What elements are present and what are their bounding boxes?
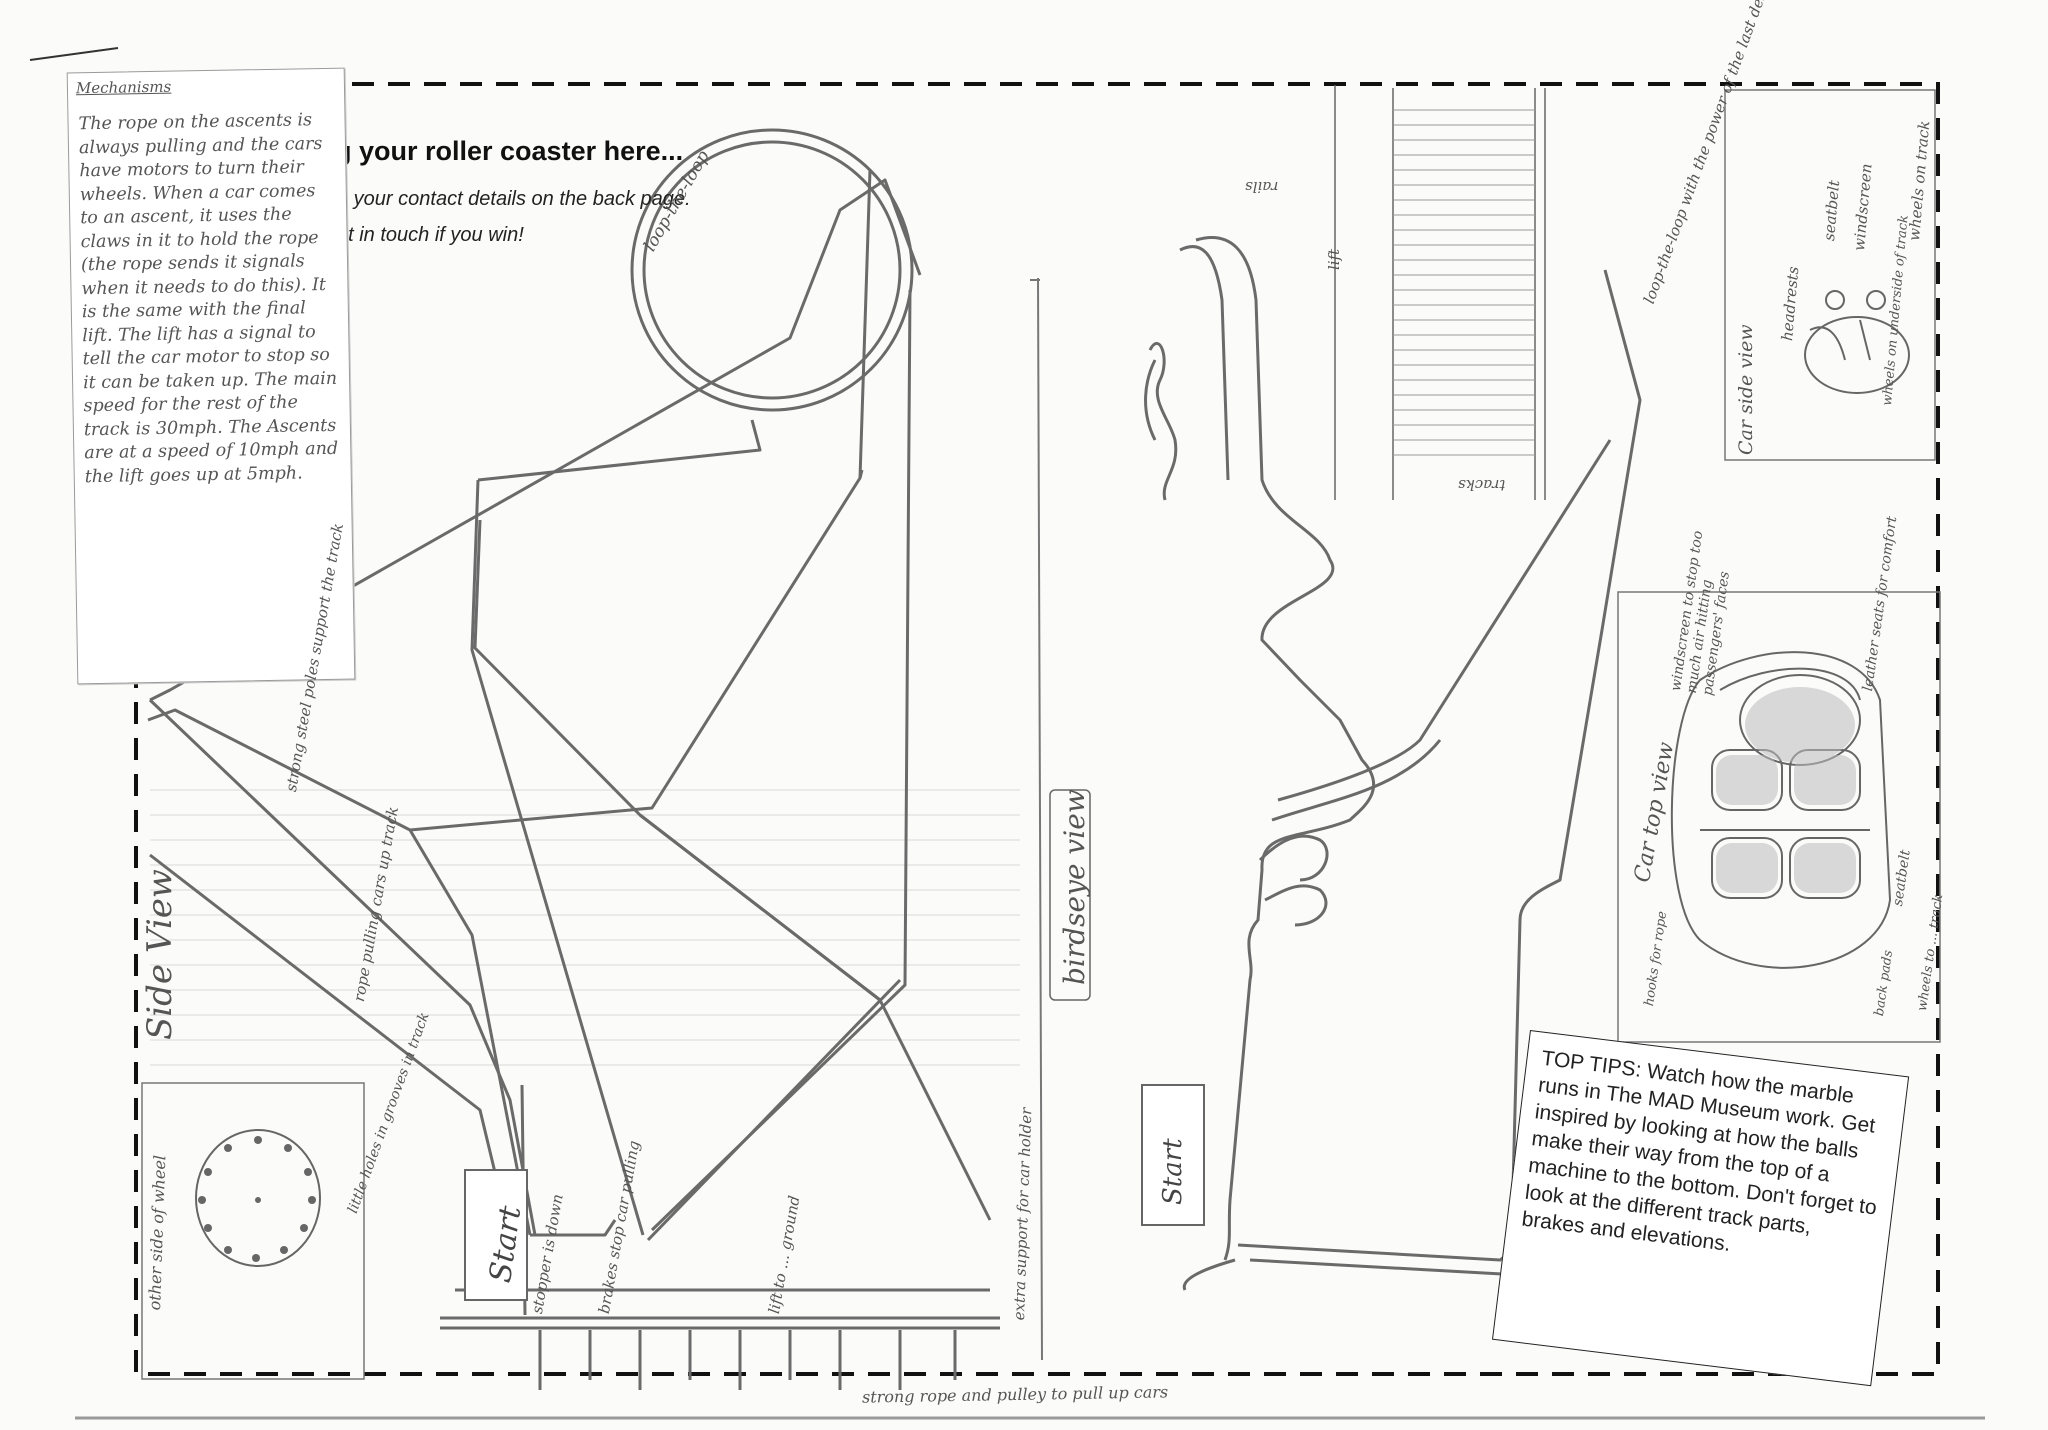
mechanisms-note: Mechanisms The rope on the ascents is al… xyxy=(66,67,356,685)
birdseye-start-box xyxy=(1141,1084,1205,1226)
top-tips-box: TOP TIPS: Watch how the marble runs in T… xyxy=(1491,1030,1910,1387)
birdseye-label: birdseye view xyxy=(1058,789,1091,985)
car-side-box xyxy=(1724,89,1936,461)
side-start-box xyxy=(464,1169,528,1301)
birdseye-lift-label: lift xyxy=(1325,248,1343,270)
car-side-label: Car side view xyxy=(1735,324,1757,455)
side-view-label: Side View xyxy=(140,869,180,1040)
car-top-box xyxy=(1617,591,1941,1043)
ruled-lines xyxy=(150,789,1020,1066)
birdseye-rails-label: rails xyxy=(1245,178,1279,196)
car-side-drawing xyxy=(1804,290,1910,394)
rails-hatching xyxy=(1393,109,1535,456)
side-view-track xyxy=(147,128,1000,1390)
birdseye-tracks-label: tracks xyxy=(1458,476,1506,494)
scan-mark xyxy=(29,47,119,61)
header-title: g your roller coaster here... xyxy=(335,136,684,166)
mechanisms-body: The rope on the ascents is always pullin… xyxy=(78,110,339,487)
wheel-view-box xyxy=(141,1082,365,1380)
header-line-3: et in touch if you win! xyxy=(337,224,524,246)
car-top-shading xyxy=(1716,687,1856,893)
birdseye-label-frame xyxy=(1049,789,1091,1001)
rails-detail xyxy=(1334,85,1546,500)
view-divider xyxy=(1037,277,1043,1361)
header-line-2: n your contact details on the back page. xyxy=(337,188,691,210)
wheel-holes xyxy=(198,1136,316,1262)
mechanisms-title: Mechanisms xyxy=(75,77,172,98)
top-tips-text: TOP TIPS: Watch how the marble runs in T… xyxy=(1520,1046,1879,1256)
dashed-frame xyxy=(134,82,1940,1376)
wheel-drawing xyxy=(195,1129,321,1267)
loop-the-loop xyxy=(630,128,914,412)
birdseye-start-label: Start xyxy=(1158,1138,1188,1205)
